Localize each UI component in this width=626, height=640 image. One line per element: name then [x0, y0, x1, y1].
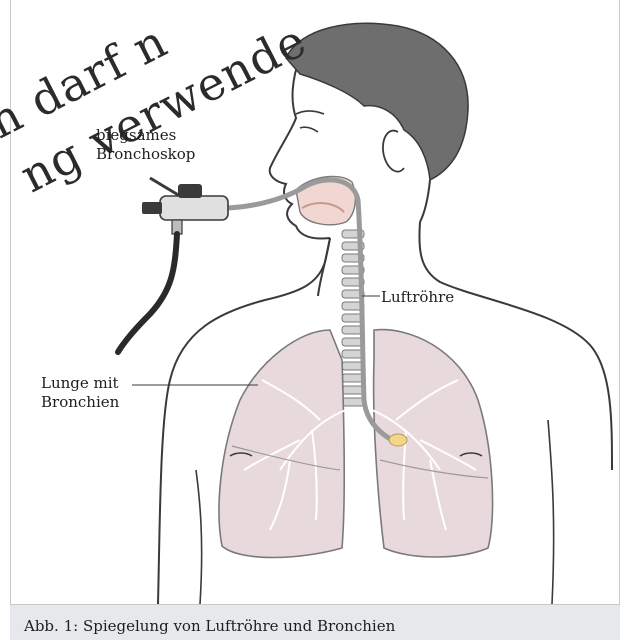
arm-crease-left — [196, 470, 202, 604]
label-lunge: Lunge mit Bronchien — [41, 374, 119, 412]
label-bronchoskop-line-2: Bronchoskop — [96, 145, 195, 164]
arm-crease-right — [548, 420, 554, 604]
figure-caption: Abb. 1: Spiegelung von Luftröhre und Bro… — [10, 604, 620, 640]
label-lunge-line-2: Bronchien — [41, 393, 119, 412]
camera-tip — [389, 434, 407, 446]
ear — [383, 131, 404, 172]
label-bronchoskop-line-1: biegsames — [96, 126, 195, 145]
bronchoscopy-illustration — [0, 0, 626, 604]
bronchoscope-cable — [118, 234, 177, 352]
neck-left — [318, 238, 330, 296]
head-back — [420, 180, 430, 222]
label-bronchoskop: biegsames Bronchoskop — [96, 126, 195, 164]
label-luftroehre: Luftröhre — [381, 288, 454, 307]
bronchoscope-handle — [142, 178, 228, 234]
label-lunge-line-1: Lunge mit — [41, 374, 119, 393]
lung-left — [219, 330, 344, 558]
